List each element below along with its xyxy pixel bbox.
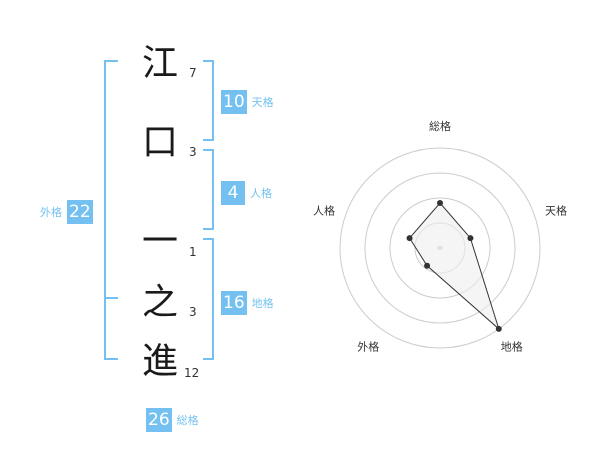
chikaku-group: 16 地格 xyxy=(221,291,274,315)
stroke-count-2: 3 xyxy=(189,145,197,159)
tenkaku-bracket xyxy=(203,60,214,141)
gaikaku-label: 外格 xyxy=(40,206,62,219)
soukaku-group: 26 総格 xyxy=(146,408,199,432)
name-character-1: 江 xyxy=(141,43,178,84)
radar-shape xyxy=(408,202,500,331)
radar-points xyxy=(406,200,502,332)
chikaku-badge: 16 xyxy=(221,291,247,315)
name-character-3: 一 xyxy=(141,221,178,262)
radar-point-5 xyxy=(406,235,413,242)
radar-axis-label-1: 総格 xyxy=(429,119,451,133)
stroke-count-5: 12 xyxy=(184,366,200,380)
radar-ring xyxy=(339,147,541,349)
jinkaku-bracket xyxy=(203,149,214,230)
gaikaku-bracket xyxy=(104,60,118,360)
radar-point-2 xyxy=(467,235,474,242)
tenkaku-group: 10 天格 xyxy=(221,90,274,114)
radar-point-4 xyxy=(424,262,431,269)
stroke-count-3: 1 xyxy=(189,245,197,259)
radar-ring xyxy=(389,197,491,299)
radar-point-1 xyxy=(437,200,443,206)
radar-axis-label-5: 人格 xyxy=(313,203,335,217)
radar-axis-label-3: 地格 xyxy=(501,340,523,354)
radar-axis-label-4: 外格 xyxy=(357,340,379,354)
chikaku-label: 地格 xyxy=(251,297,274,310)
stroke-count-1: 7 xyxy=(189,66,197,80)
radar-series-polygon xyxy=(408,202,500,331)
name-character-5: 進 xyxy=(141,341,178,382)
jinkaku-group: 4 人格 xyxy=(221,181,272,205)
tenkaku-badge: 10 xyxy=(221,90,247,114)
jinkaku-label: 人格 xyxy=(250,187,272,200)
radar-axis-label-2: 天格 xyxy=(545,203,567,217)
soukaku-label: 総格 xyxy=(176,414,199,427)
bracket-lines xyxy=(104,60,214,360)
chikaku-bracket xyxy=(203,238,214,360)
name-character-4: 之 xyxy=(141,282,178,323)
stroke-count-4: 3 xyxy=(189,305,197,319)
soukaku-badge: 26 xyxy=(146,408,172,432)
jinkaku-badge: 4 xyxy=(221,181,245,205)
gaikaku-group: 外格 22 xyxy=(40,200,93,224)
gaikaku-badge: 22 xyxy=(67,200,93,224)
name-character-2: 口 xyxy=(141,122,178,163)
tenkaku-label: 天格 xyxy=(251,96,274,109)
radar-point-3 xyxy=(495,325,502,332)
radar-ring xyxy=(364,172,516,324)
